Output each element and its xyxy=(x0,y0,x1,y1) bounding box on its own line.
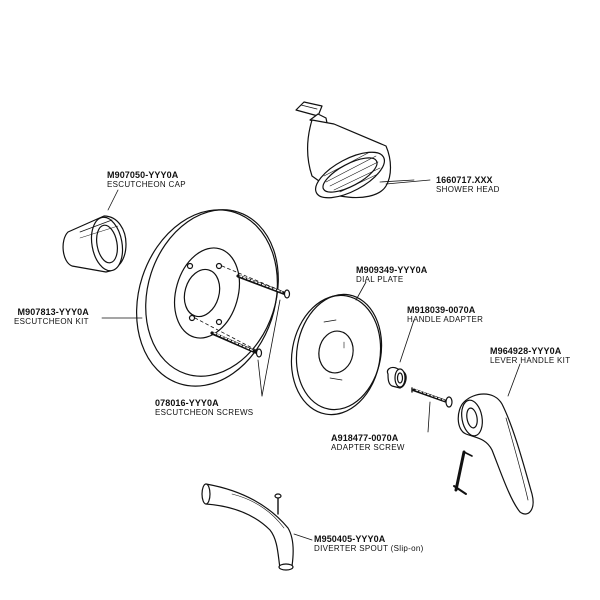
part-name: DIVERTER SPOUT (Slip-on) xyxy=(314,544,424,554)
escutcheon-plate-drawing xyxy=(101,209,285,387)
lever-handle-kit-label: M964928-YYY0A LEVER HANDLE KIT xyxy=(490,346,570,366)
shower-head-label: 1660717.XXX SHOWER HEAD xyxy=(436,175,500,195)
part-name: SHOWER HEAD xyxy=(436,185,500,195)
part-number: M909349-YYY0A xyxy=(356,265,428,275)
escutcheon-kit-label: M907813-YYY0A ESCUTCHEON KIT xyxy=(14,307,89,327)
part-name: ADAPTER SCREW xyxy=(331,443,405,453)
part-name: ESCUTCHEON CAP xyxy=(107,180,186,190)
part-number: 078016-YYY0A xyxy=(155,398,219,408)
part-number: M907813-YYY0A xyxy=(17,307,89,317)
part-number: M918039-0070A xyxy=(407,305,476,315)
dial-plate-label: M909349-YYY0A DIAL PLATE xyxy=(356,265,427,285)
escutcheon-screws-label: 078016-YYY0A ESCUTCHEON SCREWS xyxy=(155,398,253,418)
part-name: DIAL PLATE xyxy=(356,275,404,285)
dial-plate-drawing xyxy=(290,281,383,416)
shower-head-drawing xyxy=(295,101,431,199)
handle-adapter-drawing xyxy=(386,319,415,389)
lever-handle-drawing xyxy=(453,363,534,515)
part-number: M907050-YYY0A xyxy=(107,170,179,180)
escutcheon-cap-label: M907050-YYY0A ESCUTCHEON CAP xyxy=(107,170,186,190)
part-name: HANDLE ADAPTER xyxy=(407,315,484,325)
part-number: 1660717.XXX xyxy=(436,175,493,185)
part-name: ESCUTCHEON SCREWS xyxy=(155,408,254,418)
part-name: ESCUTCHEON KIT xyxy=(14,317,89,327)
adapter-screw-drawing xyxy=(411,387,453,433)
adapter-screw-label: A918477-0070A ADAPTER SCREW xyxy=(331,433,405,453)
diverter-spout-label: M950405-YYY0A DIVERTER SPOUT (Slip-on) xyxy=(314,534,424,554)
part-number: M950405-YYY0A xyxy=(314,534,386,544)
part-number: A918477-0070A xyxy=(331,433,399,443)
part-number: M964928-YYY0A xyxy=(490,346,562,356)
part-name: LEVER HANDLE KIT xyxy=(490,356,571,366)
diverter-spout-drawing xyxy=(201,483,313,571)
handle-adapter-label: M918039-0070A HANDLE ADAPTER xyxy=(407,305,483,325)
escutcheon-cap-drawing xyxy=(62,189,127,273)
escutcheon-screws-drawing xyxy=(210,274,291,397)
